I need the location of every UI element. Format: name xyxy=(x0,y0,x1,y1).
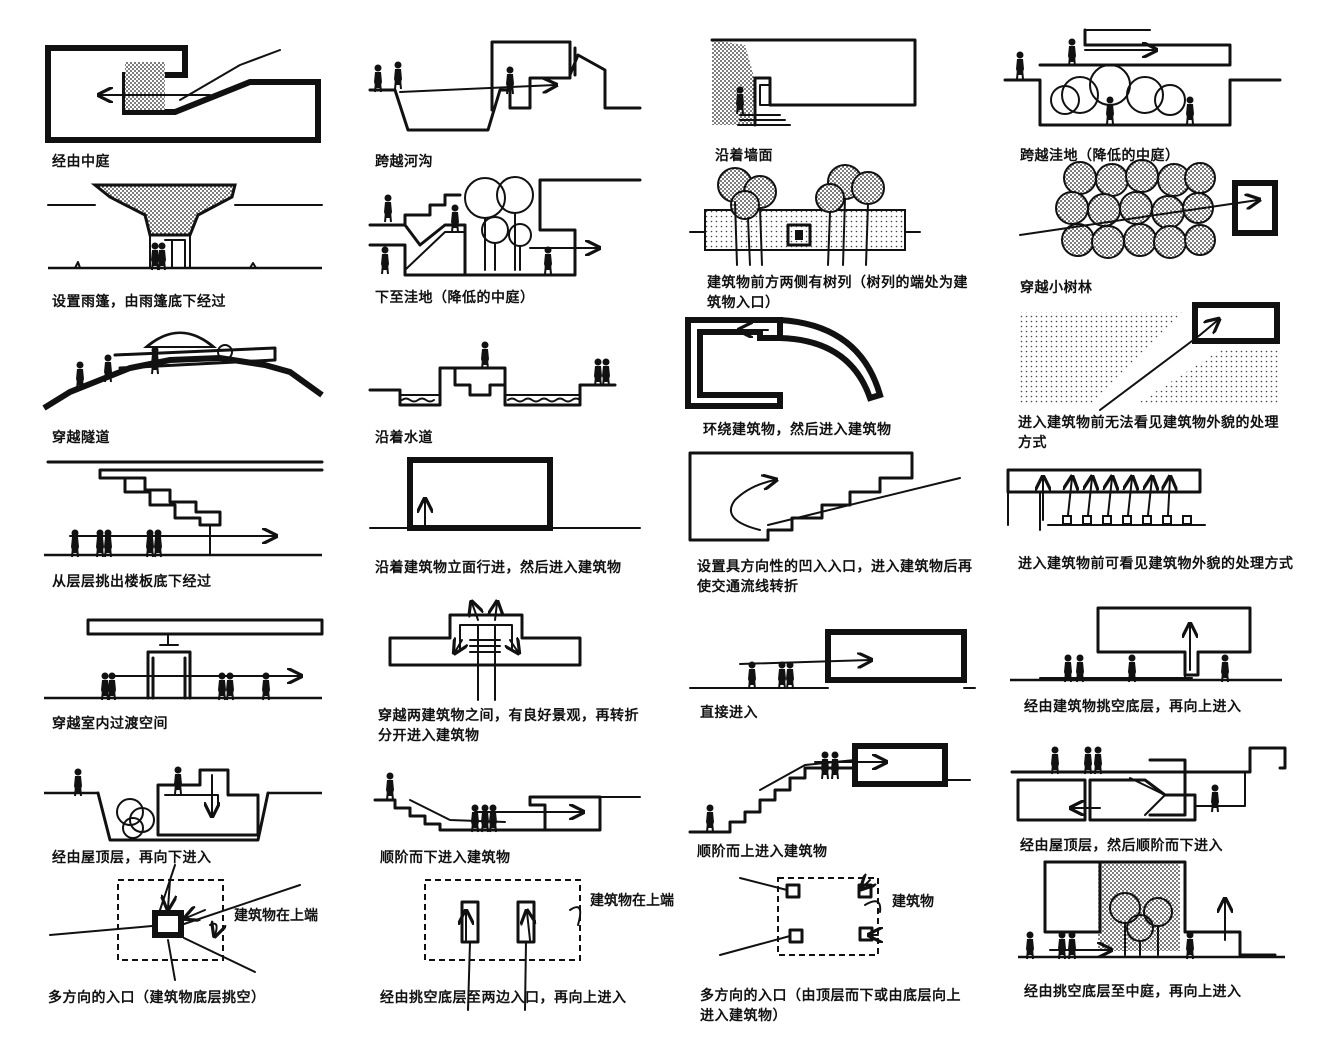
caption-multi-direction-pilotis: 多方向的入口（建筑物底层挑空） xyxy=(48,990,266,1006)
caption-visible-approach: 进入建筑物前可看见建筑物外貌的处理方式 xyxy=(1018,556,1294,572)
caption-through-courtyard: 经由中庭 xyxy=(52,154,110,170)
diagram-pilotis-courtyard xyxy=(1018,860,1285,960)
diagram-through-courtyard xyxy=(45,45,321,143)
label-building-above-1: 建筑物在上端 xyxy=(234,908,318,924)
caption-tree-rows: 建筑物前方两侧有树列（树列的端处为建筑物入口） xyxy=(707,275,968,311)
diagram-canopy xyxy=(47,183,323,271)
caption-along-wall: 沿着墙面 xyxy=(715,148,773,164)
diagram-across-depression xyxy=(1003,28,1282,127)
caption-descend-steps: 顺阶而下进入建筑物 xyxy=(380,850,511,866)
caption-roof-downward: 经由屋顶层，再向下进入 xyxy=(52,850,212,866)
caption-roof-then-descend: 经由屋顶层，然后顺阶而下进入 xyxy=(1020,838,1223,854)
diagram-interior-transition xyxy=(44,618,324,701)
caption-recessed-entry: 设置具方向性的凹入入口，进入建筑物后再使交通流线转折 xyxy=(697,559,973,595)
caption-across-stream: 跨越河沟 xyxy=(375,154,433,170)
diagram-around-building xyxy=(685,317,884,409)
label-building-above-2: 建筑物在上端 xyxy=(590,893,674,909)
caption-multi-direction-levels: 多方向的入口（由顶层而下或由底层向上进入建筑物） xyxy=(700,988,961,1024)
diagram-ascend-steps xyxy=(688,743,971,834)
diagram-down-to-depression xyxy=(368,176,642,277)
caption-down-to-depression: 下至洼地（降低的中庭） xyxy=(375,290,535,306)
diagram-visible-approach xyxy=(1006,468,1206,531)
diagram-across-stream xyxy=(368,40,642,132)
diagram-along-facade xyxy=(369,457,641,531)
diagram-through-tunnel xyxy=(42,331,324,411)
caption-cantilevered-floors: 从层层挑出楼板底下经过 xyxy=(52,574,212,590)
diagram-along-waterway xyxy=(368,340,617,407)
diagram-tree-rows xyxy=(689,164,921,266)
caption-along-waterway: 沿着水道 xyxy=(375,430,433,446)
diagram-cantilevered-floors xyxy=(44,460,324,558)
diagram-pilotis-two-sides xyxy=(424,879,582,1011)
caption-pilotis-upward: 经由建筑物挑空底层，再向上进入 xyxy=(1024,699,1242,715)
caption-through-grove: 穿越小树林 xyxy=(1020,280,1093,296)
diagram-multi-direction-pilotis xyxy=(49,864,301,981)
caption-hidden-approach: 进入建筑物前无法看见建筑物外貌的处理方式 xyxy=(1018,415,1279,451)
caption-ascend-steps: 顺阶而上进入建筑物 xyxy=(697,844,828,860)
caption-pilotis-two-sides: 经由挑空底层至两边入口，再向上进入 xyxy=(380,990,627,1006)
label-building: 建筑物 xyxy=(892,894,934,910)
caption-along-facade: 沿着建筑物立面行进，然后进入建筑物 xyxy=(375,560,622,576)
caption-canopy: 设置雨篷，由雨篷底下经过 xyxy=(52,294,226,310)
caption-direct-entry: 直接进入 xyxy=(700,705,758,721)
diagram-descend-steps xyxy=(373,771,641,833)
caption-around-building: 环绕建筑物，然后进入建筑物 xyxy=(703,422,892,438)
caption-through-tunnel: 穿越隧道 xyxy=(52,430,110,446)
caption-between-buildings: 穿越两建筑物之间，有良好景观，再转折分开进入建筑物 xyxy=(378,708,639,744)
caption-pilotis-courtyard: 经由挑空底层至中庭，再向上进入 xyxy=(1024,984,1242,1000)
diagram-roof-then-descend xyxy=(1010,745,1287,822)
diagram-roof-downward xyxy=(44,765,322,842)
diagram-multi-direction-levels xyxy=(719,878,880,956)
diagram-hidden-approach xyxy=(1020,302,1280,411)
diagram-through-grove xyxy=(1019,159,1278,259)
diagram-between-buildings xyxy=(388,603,582,701)
diagram-direct-entry xyxy=(689,629,976,690)
caption-across-depression: 跨越洼地（降低的中庭） xyxy=(1020,148,1180,164)
diagram-recessed-entry xyxy=(688,451,961,542)
caption-interior-transition: 穿越室内过渡空间 xyxy=(52,716,168,732)
diagram-pilotis-upward xyxy=(1010,606,1282,683)
diagram-along-wall xyxy=(710,38,917,127)
